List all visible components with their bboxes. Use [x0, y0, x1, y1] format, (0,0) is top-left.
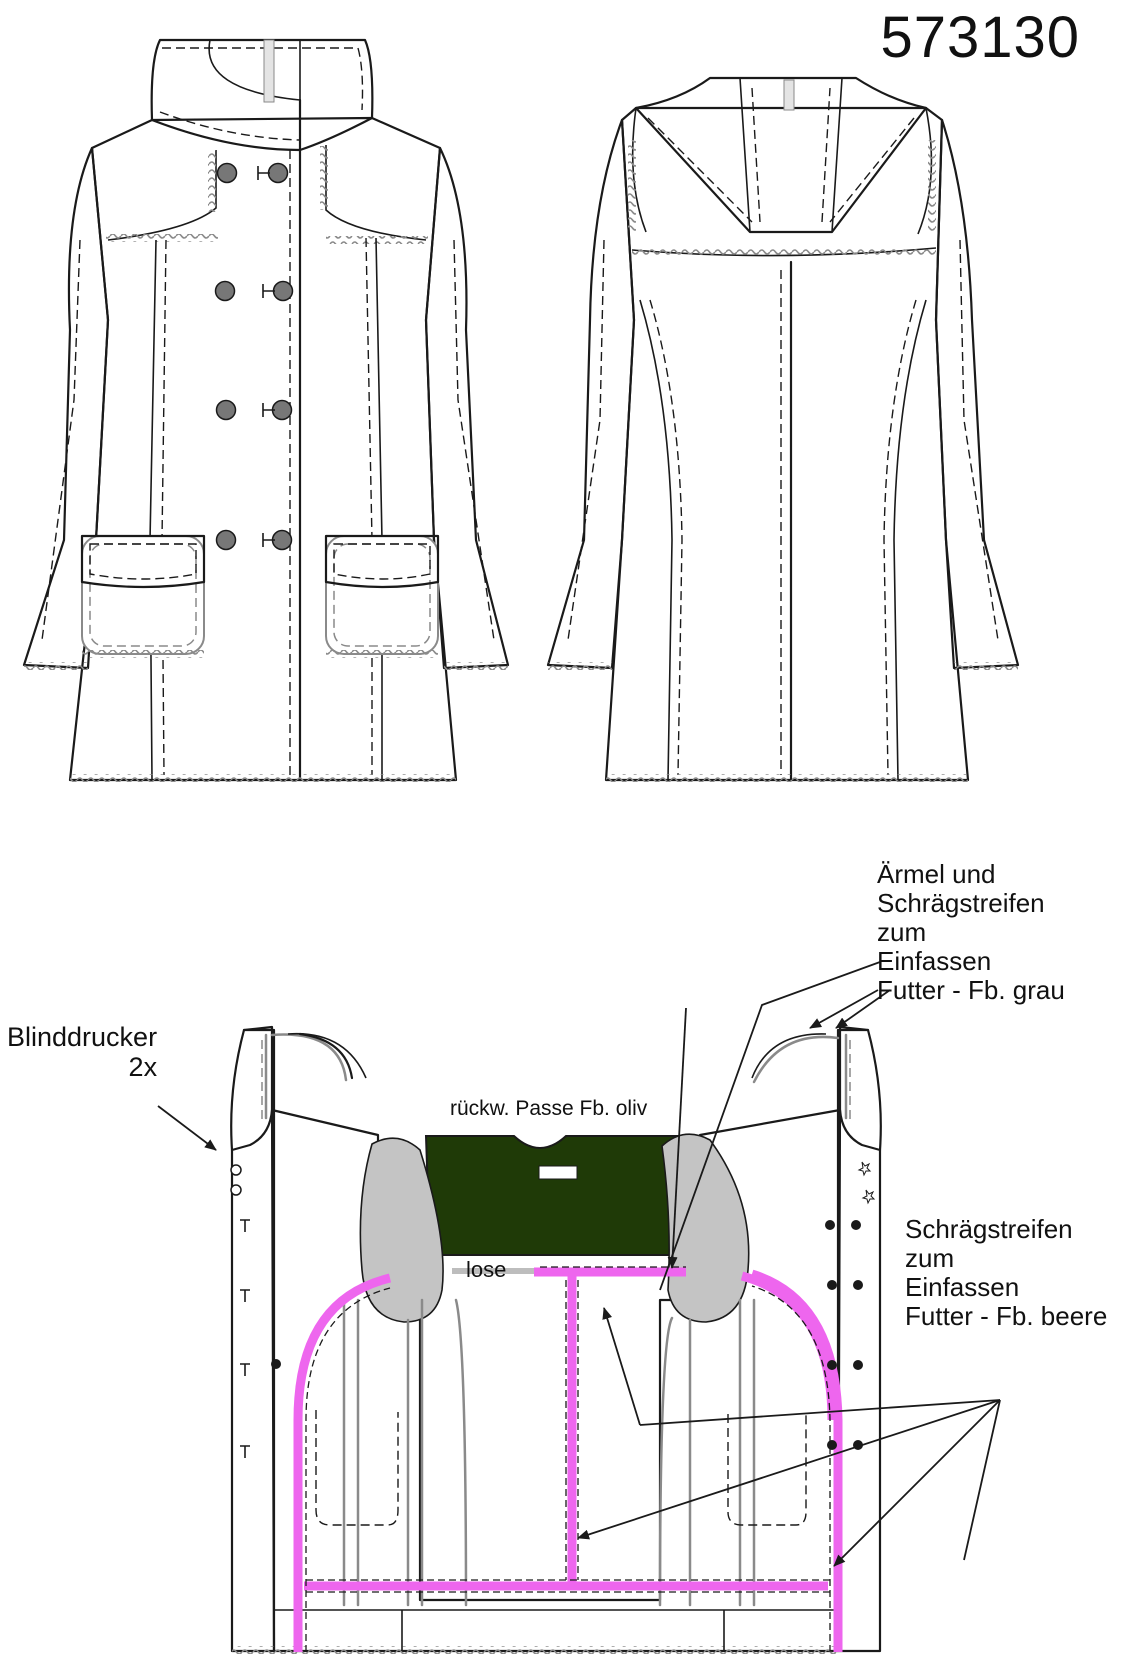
back-view — [546, 76, 1020, 782]
bias-binding-label: Schrägstreifen zum Einfassen Futter - Fb… — [905, 1214, 1108, 1332]
loose-label: lose — [466, 1257, 507, 1282]
back-yoke-label: rückw. Passe Fb. oliv — [450, 1097, 648, 1120]
inside-lining-view — [157, 961, 1001, 1654]
front-right-pocket — [324, 534, 440, 655]
model-number: 573130 — [880, 5, 1080, 70]
left-front-facing — [230, 1025, 276, 1653]
front-body — [68, 116, 458, 782]
right-front-facing — [836, 1025, 882, 1653]
front-buttons — [214, 162, 294, 551]
back-right-sleeve — [934, 118, 1020, 670]
back-yoke-olive — [424, 1135, 686, 1256]
back-hood — [634, 76, 928, 234]
front-hood — [150, 38, 374, 152]
bias-binding-berry — [293, 1269, 843, 1652]
sleeve-lining-label: Ärmel und Schrägstreifen zum Einfassen F… — [877, 859, 1065, 1006]
callout-arrows — [157, 961, 1001, 1567]
back-body — [604, 106, 970, 782]
blinddrucker-label: Blinddrucker 2x — [7, 1022, 158, 1083]
back-left-sleeve — [546, 118, 636, 670]
front-left-pocket — [80, 534, 206, 655]
blind-snaps — [230, 1164, 242, 1196]
front-view — [22, 38, 510, 782]
